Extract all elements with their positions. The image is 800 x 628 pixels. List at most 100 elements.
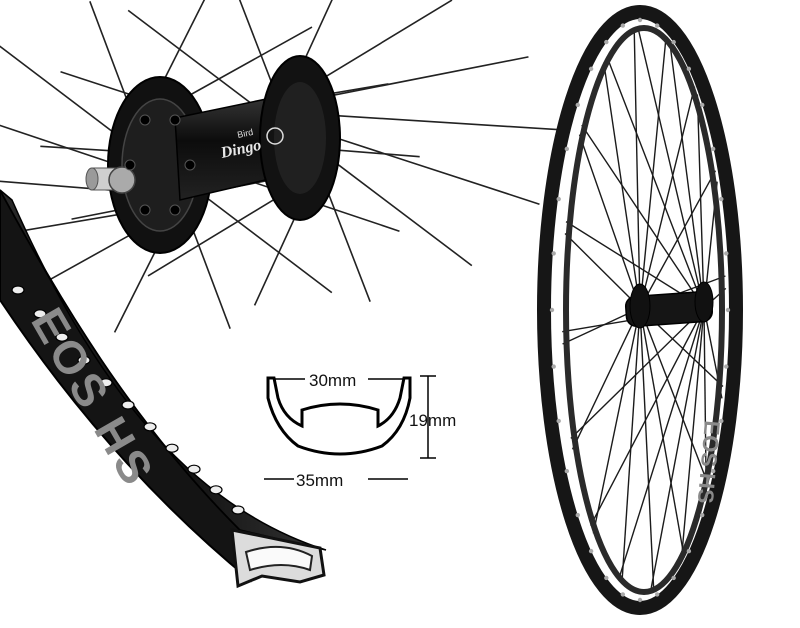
rim-spoke-hole	[11, 285, 25, 295]
wheel-spoke	[603, 62, 641, 309]
wheel-rim-outer	[537, 5, 743, 615]
wheel-rim-hole	[556, 196, 561, 202]
wheel-spoke	[639, 170, 717, 309]
wheel-spoke	[639, 307, 655, 592]
disc-bolt-hole	[139, 204, 151, 216]
inner-width-label: 30mm	[309, 371, 357, 390]
disc-bolt-hole	[124, 159, 136, 171]
wheel-spoke	[639, 36, 667, 309]
wheel-rim-hole	[719, 418, 724, 424]
wheel-spoke	[564, 233, 641, 309]
wheel-rim-hole	[637, 597, 643, 603]
wheel-rim-hole	[604, 575, 609, 581]
wheel-rim-hole	[575, 512, 580, 518]
hub-spoke	[0, 45, 123, 140]
wheel-rim-hole	[700, 512, 705, 518]
wheel-rim-hole	[588, 548, 594, 554]
wheel-rim-inner	[563, 25, 725, 595]
hub-spoke	[321, 178, 371, 302]
rim-spoke-hole	[77, 355, 91, 365]
disc-bolt-hole	[169, 114, 181, 126]
wheel-spoke	[621, 307, 641, 584]
rim-spoke-hole	[143, 422, 157, 432]
rim-decal: EOS HS	[21, 299, 165, 496]
wheel-rim-hole	[551, 251, 556, 256]
rim-spoke-hole	[165, 443, 179, 453]
wheel-rim-hole	[620, 23, 626, 28]
wheel-spoke	[606, 56, 705, 309]
wheel-rim-hole	[549, 307, 555, 313]
rim-spoke-hole	[99, 378, 113, 388]
wheel-rim-hole	[620, 592, 626, 597]
wheel-rim-hole	[671, 39, 676, 45]
wheel-spoke	[617, 307, 705, 581]
hub-spoke	[332, 159, 473, 267]
disc-bolt-hole	[169, 204, 181, 216]
hub-spoke	[147, 188, 293, 277]
wheel-spoke	[637, 26, 705, 309]
wheel-rim-hole	[564, 468, 570, 474]
hub-closeup: Bird Dingo	[0, 0, 560, 333]
hub-spoke	[0, 180, 123, 192]
rim-spoke-hole	[209, 485, 223, 495]
hub-spoke	[332, 114, 560, 131]
hub-spoke	[238, 0, 279, 98]
wheel-rim-holes	[549, 17, 731, 603]
wheel-rim-hole	[686, 66, 692, 72]
wheel-spoke	[578, 134, 641, 309]
wheel-rim-hole	[654, 23, 660, 28]
wheel-rim-hole	[556, 418, 561, 424]
wheel-rim-hole	[588, 66, 594, 72]
wheel-rim-hole	[724, 364, 729, 369]
rim-spoke-hole	[55, 332, 69, 342]
wheel-rim-hole	[604, 39, 609, 45]
outer-width-label: 35mm	[296, 471, 344, 490]
rim-spoke-holes	[11, 285, 245, 515]
wheel-rim-hole	[637, 17, 643, 23]
wheel-spoke	[639, 307, 710, 486]
rim-profile-shape	[266, 376, 412, 456]
rim-section-outer-band	[0, 189, 327, 551]
rim-spoke-hole	[121, 400, 135, 410]
wheel-spoke	[570, 307, 705, 439]
disc-bolt-hole	[139, 114, 151, 126]
wheel-spoke	[633, 28, 641, 309]
wheel-spoke	[696, 94, 705, 309]
hub-brand-prefix: Bird	[236, 127, 254, 140]
hub-logo-emblem	[266, 127, 284, 145]
hub-spoke	[0, 211, 134, 236]
rim-spoke-hole	[231, 505, 245, 515]
wheel-spoke	[639, 86, 696, 309]
rim-section-body	[0, 189, 252, 583]
wheel-rim-hole	[564, 146, 570, 152]
hub-spoke	[197, 190, 333, 294]
wheel-spokes	[562, 26, 727, 594]
wheel-spoke	[639, 307, 685, 558]
wheel-rim-hole	[700, 102, 705, 108]
disc-bolt-hole	[184, 159, 196, 171]
wheel-spoke	[571, 307, 641, 450]
wheel-spoke	[680, 307, 705, 564]
wheel-rim-hole	[725, 307, 731, 313]
wheel-rim-hole	[575, 102, 580, 108]
wheel-spoke	[592, 307, 641, 534]
wheel-rim-hole	[686, 548, 692, 554]
wheel-rim-hole	[724, 251, 729, 256]
hub-spoke	[168, 26, 313, 108]
hub-spoke	[336, 137, 540, 205]
hub-spoke	[307, 0, 453, 88]
wheel-rim-hole	[710, 146, 716, 152]
wheel-rim-hole	[551, 364, 556, 369]
wheel-spoke	[589, 307, 705, 526]
wheel-spoke	[703, 307, 707, 495]
wheel-rim-hole	[710, 468, 716, 474]
hub-spoke	[322, 56, 529, 99]
hub-spoke	[0, 124, 119, 166]
wheel-spoke	[668, 40, 705, 309]
wheel-rim-hole	[719, 196, 724, 202]
hub-spoke	[127, 9, 268, 117]
wheel-rim-hole	[671, 575, 676, 581]
rim-spoke-hole	[33, 309, 47, 319]
